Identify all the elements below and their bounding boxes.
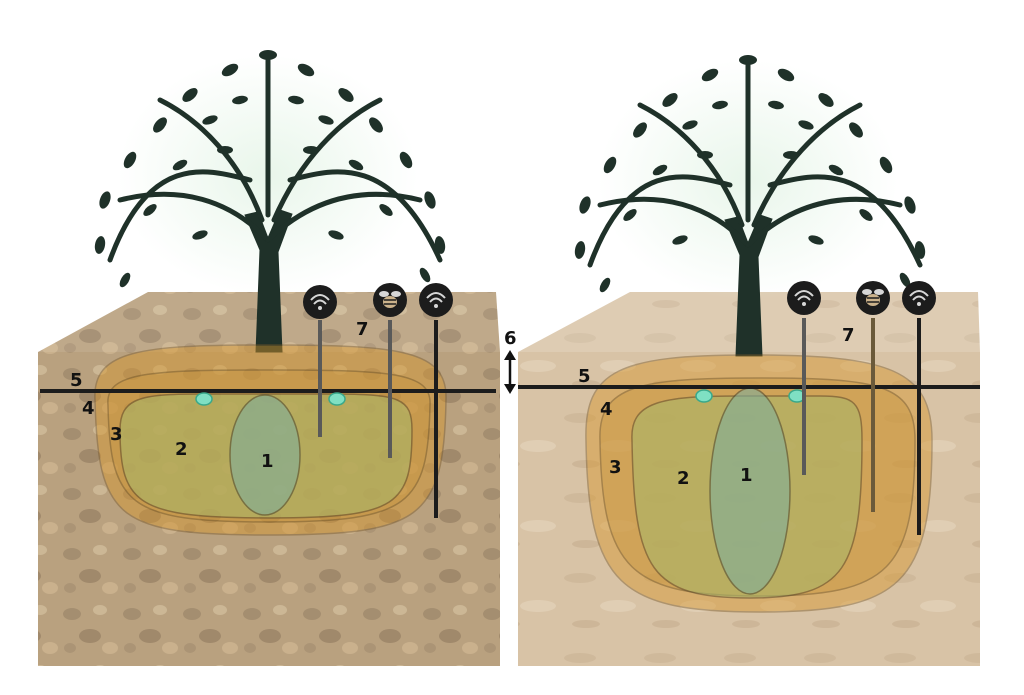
label-5: 5 <box>70 370 83 391</box>
label-2: 2 <box>175 439 188 460</box>
wetting-zones <box>94 344 447 536</box>
wetting-zones <box>585 354 933 613</box>
sensor-probes <box>787 281 936 535</box>
label-1: 1 <box>740 465 753 486</box>
label-7: 7 <box>842 325 855 346</box>
tree-trunk <box>244 209 293 353</box>
emitter <box>328 392 346 406</box>
sandy-soil-panel: 1 2 3 4 5 7 <box>518 55 980 666</box>
emitter <box>195 392 213 406</box>
label-3: 3 <box>110 424 123 445</box>
label-5: 5 <box>578 366 591 387</box>
leaf-cluster <box>574 55 926 293</box>
drip-line <box>40 389 496 406</box>
sensor-wifi-icon <box>303 285 337 319</box>
zone-labels: 1 2 3 4 5 7 <box>70 319 369 472</box>
emitter <box>695 389 713 403</box>
leaf-cluster <box>94 50 446 288</box>
sensor-wifi-icon <box>419 283 453 317</box>
depth-marker: 6 <box>504 328 517 394</box>
rocky-soil-panel: 1 2 3 4 5 7 <box>38 50 500 666</box>
label-2: 2 <box>677 468 690 489</box>
zone-1 <box>229 394 301 516</box>
label-4: 4 <box>600 399 613 420</box>
label-3: 3 <box>609 457 622 478</box>
label-6: 6 <box>504 328 517 349</box>
sensor-probes <box>303 283 453 518</box>
sensor-wifi-icon <box>787 281 821 315</box>
drip-line <box>518 385 980 403</box>
label-7: 7 <box>356 319 369 340</box>
zone-labels: 1 2 3 4 5 7 <box>578 325 855 489</box>
sensor-wifi-icon <box>902 281 936 315</box>
tree <box>94 50 446 353</box>
sensor-bee-icon <box>373 283 407 317</box>
tree-trunk <box>724 214 773 357</box>
tree <box>574 55 926 357</box>
label-1: 1 <box>261 451 274 472</box>
zone-1 <box>709 387 791 595</box>
label-4: 4 <box>82 398 95 419</box>
sensor-bee-icon <box>856 281 890 315</box>
